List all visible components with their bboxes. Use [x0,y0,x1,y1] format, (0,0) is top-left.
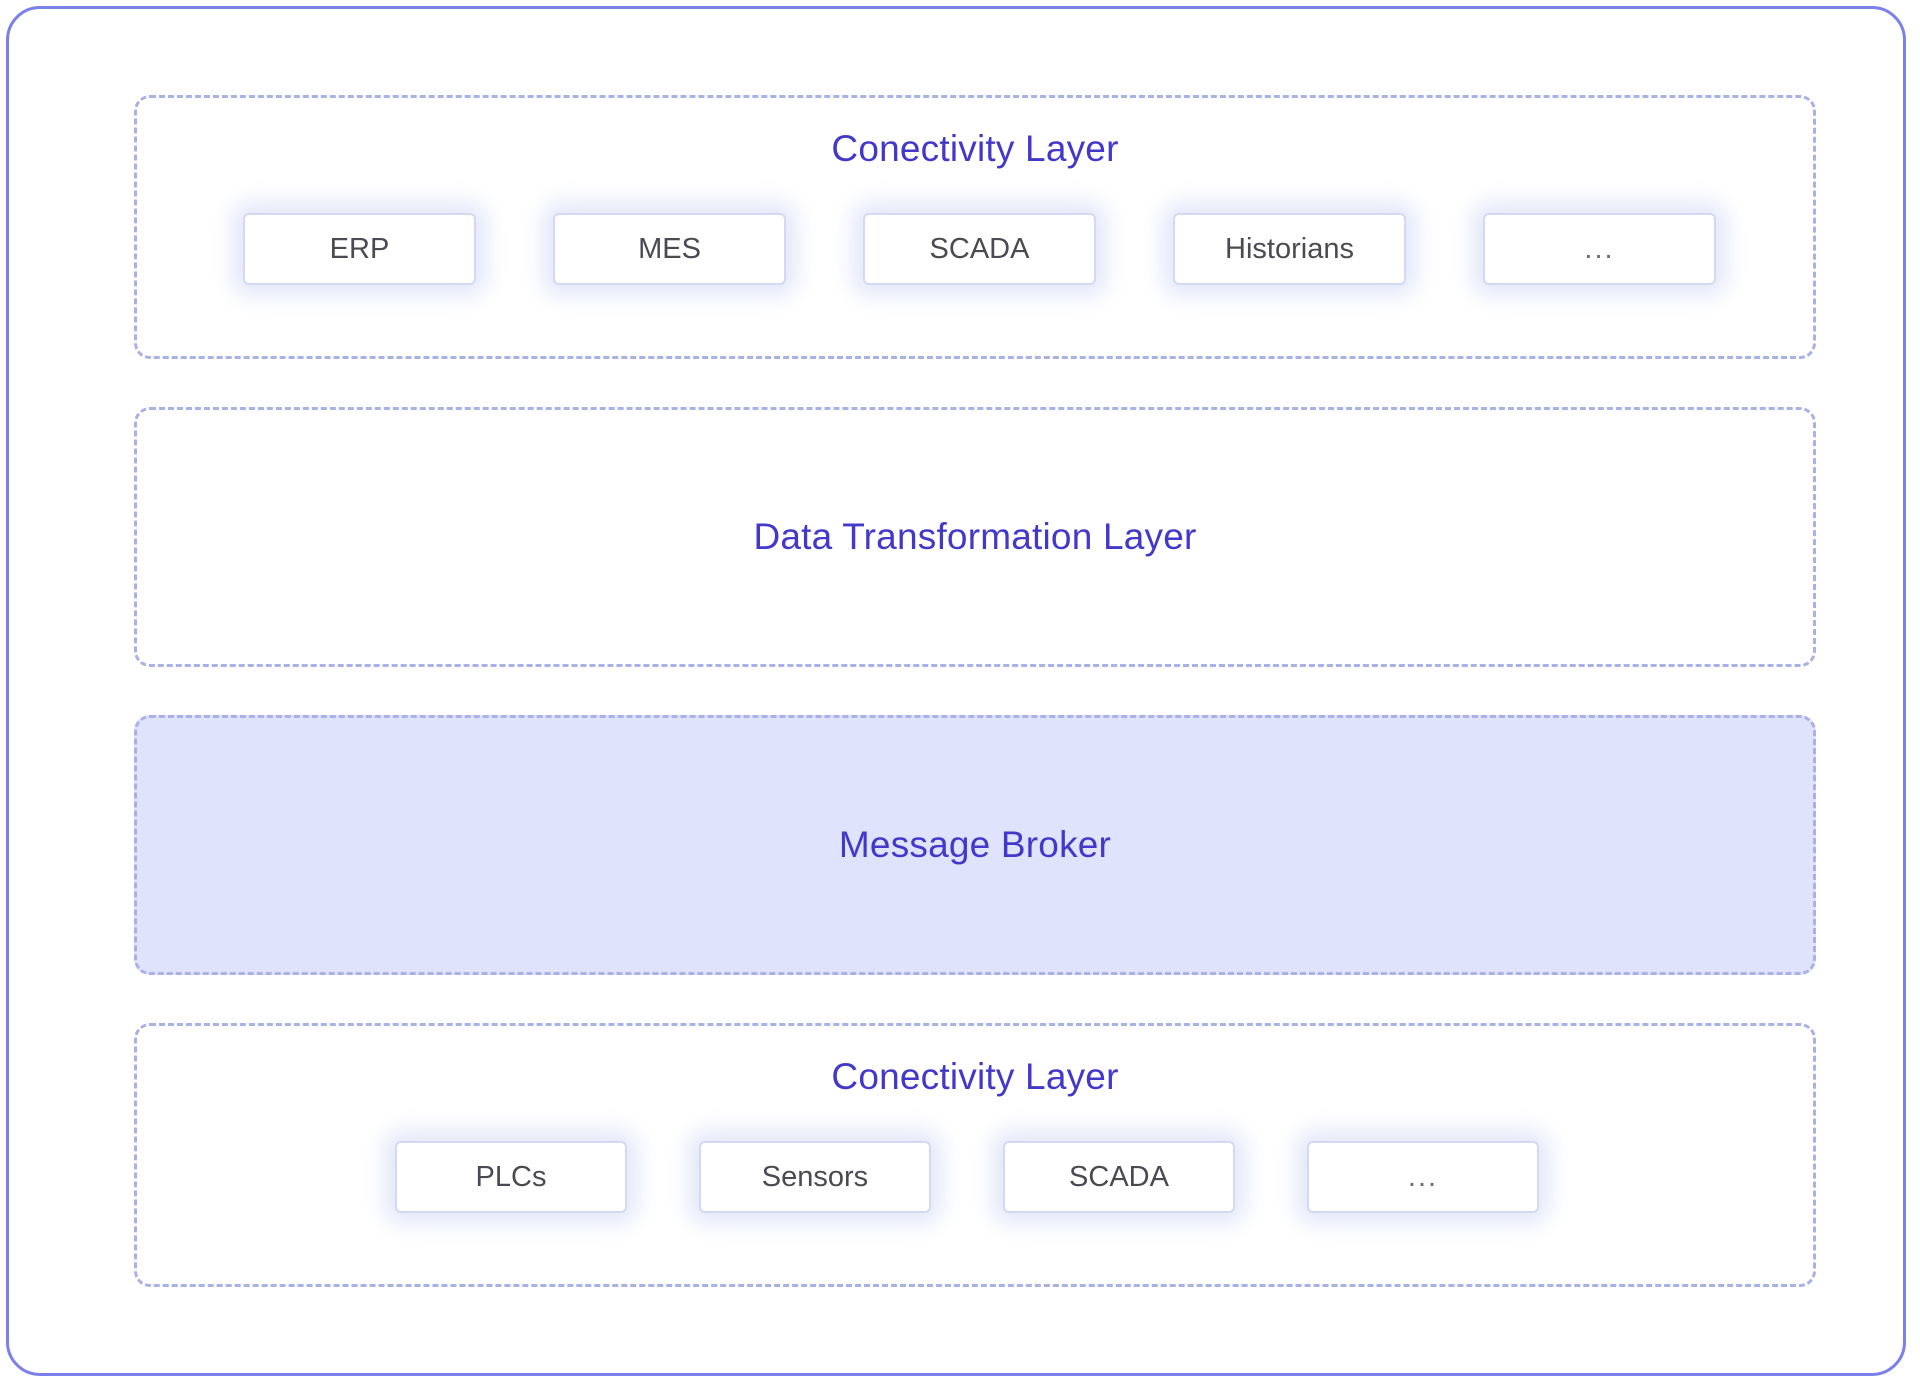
node-more-bottom[interactable]: ... [1307,1141,1539,1214]
node-scada-top[interactable]: SCADA [863,213,1096,286]
layer-message-broker: Message Broker [134,715,1816,975]
node-erp[interactable]: ERP [243,213,476,286]
layer-title-connectivity-top: Conectivity Layer [831,128,1119,169]
layer-stack: Conectivity Layer ERP MES SCADA Historia… [134,95,1816,1303]
layer-data-transformation: Data Transformation Layer [134,407,1816,667]
node-mes[interactable]: MES [553,213,786,286]
layer-connectivity-top: Conectivity Layer ERP MES SCADA Historia… [134,95,1816,359]
node-plcs[interactable]: PLCs [395,1141,627,1214]
node-more-top[interactable]: ... [1483,213,1716,286]
layer-title-message-broker: Message Broker [838,823,1112,865]
node-scada-bottom[interactable]: SCADA [1003,1141,1235,1214]
node-row-connectivity-bottom: PLCs Sensors SCADA ... [137,1141,1813,1214]
node-row-connectivity-top: ERP MES SCADA Historians ... [137,213,1813,286]
node-historians[interactable]: Historians [1173,213,1406,286]
layer-title-connectivity-bottom: Conectivity Layer [831,1056,1119,1097]
layer-connectivity-bottom: Conectivity Layer PLCs Sensors SCADA ... [134,1023,1816,1287]
node-sensors[interactable]: Sensors [699,1141,931,1214]
diagram-canvas: Conectivity Layer ERP MES SCADA Historia… [6,6,1906,1376]
layer-title-data-transformation: Data Transformation Layer [753,515,1197,557]
